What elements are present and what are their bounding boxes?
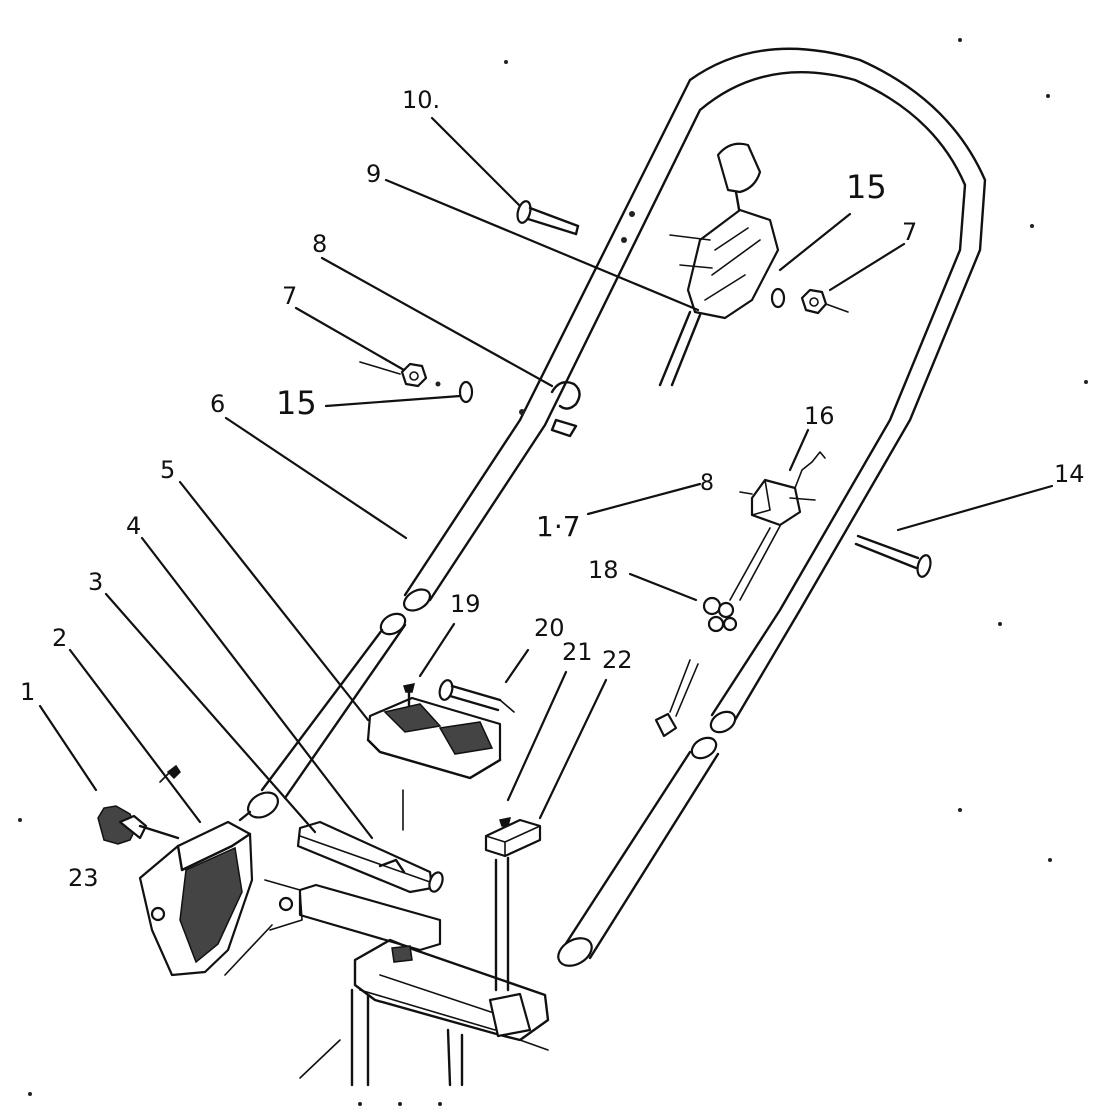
callout-1: 1 <box>20 678 35 706</box>
callout-15-left: 15 <box>276 384 317 422</box>
callout-15-right: 15 <box>846 168 887 206</box>
callout-17: 1·7 <box>536 510 581 543</box>
lower-frame <box>298 883 550 1087</box>
mounting-bracket-2 <box>138 820 303 977</box>
connector-18 <box>702 596 738 633</box>
bolt-3 <box>296 820 444 894</box>
callout-7-left: 7 <box>282 282 297 310</box>
callout-3: 3 <box>88 568 103 596</box>
callout-16: 16 <box>804 402 835 430</box>
cap-22 <box>484 818 542 992</box>
screw-19 <box>403 683 416 708</box>
callout-7-right: 7 <box>902 218 917 246</box>
washer-15-left <box>435 380 474 404</box>
callout-14: 14 <box>1054 460 1085 488</box>
middle-handle-tube-left <box>238 612 407 822</box>
bolt-10 <box>516 200 580 236</box>
callout-labels: 1 2 3 4 5 6 7 7 8 8 9 10. 14 15 15 16 1·… <box>20 86 1085 892</box>
callout-10: 10. <box>402 86 440 114</box>
callout-9: 9 <box>366 160 381 188</box>
leader-lines <box>38 116 1054 840</box>
callout-4: 4 <box>126 512 141 540</box>
callout-21: 21 <box>562 638 593 666</box>
upper-handle-tube <box>402 47 987 734</box>
callout-22: 22 <box>602 646 633 674</box>
callout-5: 5 <box>160 456 175 484</box>
callout-8-upper: 8 <box>312 230 327 258</box>
callout-20: 20 <box>534 614 565 642</box>
callout-23: 23 <box>68 864 99 892</box>
lower-handle-tube-right <box>557 736 720 967</box>
scan-speckle <box>18 38 1088 1106</box>
bolt-20 <box>438 679 515 713</box>
callout-8-lower: 8 <box>700 471 714 496</box>
callout-18: 18 <box>588 556 619 584</box>
switch-assembly <box>729 451 826 601</box>
cable-plug <box>654 659 699 738</box>
callout-2: 2 <box>52 624 67 652</box>
bolt-14 <box>854 534 932 578</box>
knob-1 <box>97 805 180 845</box>
cable-clip-8 <box>550 381 581 438</box>
control-lever-assembly <box>658 142 849 387</box>
callout-19: 19 <box>450 590 481 618</box>
nut-7-left <box>359 361 428 388</box>
handle-bracket-5 <box>366 696 502 831</box>
callout-6: 6 <box>210 390 225 418</box>
